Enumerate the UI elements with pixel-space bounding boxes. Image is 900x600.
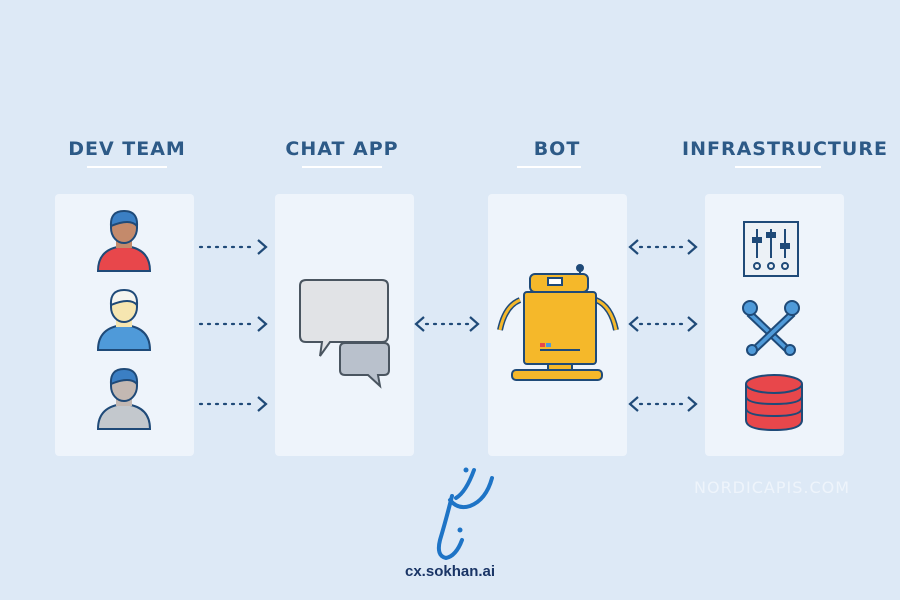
person-blue-icon (96, 288, 152, 351)
arrow-dev-to-chat (198, 396, 268, 412)
arrow-bot-infra-bidirectional (628, 396, 698, 412)
arrow-dev-to-chat (198, 316, 268, 332)
arrow-bot-infra-bidirectional (628, 239, 698, 255)
watermark-text: NORDICAPIS.COM (694, 478, 851, 497)
robot-icon (497, 264, 619, 381)
person-red-icon (96, 209, 152, 272)
arrow-chat-bot-bidirectional (414, 316, 480, 332)
title-underline (87, 166, 167, 168)
column-title-infrastructure: INFRASTRUCTURE (682, 138, 888, 160)
chat-bubbles-icon (299, 279, 390, 389)
arrows-layer (198, 239, 698, 412)
column-title-dev-team: DEV TEAM (68, 138, 186, 160)
title-underline (517, 166, 581, 168)
column-title-chat-app: CHAT APP (285, 138, 399, 160)
person-gray-icon (96, 367, 152, 430)
database-icon (745, 374, 803, 432)
title-underline (735, 166, 821, 168)
title-underline (302, 166, 382, 168)
sokhan-logo-mark (436, 467, 494, 561)
mixer-sliders-icon (743, 221, 799, 277)
arrow-bot-infra-bidirectional (628, 316, 698, 332)
column-title-bot: BOT (533, 138, 581, 160)
arrow-dev-to-chat (198, 239, 268, 255)
logo-url-text: cx.sokhan.ai (405, 563, 496, 580)
wrenches-icon (742, 300, 800, 356)
